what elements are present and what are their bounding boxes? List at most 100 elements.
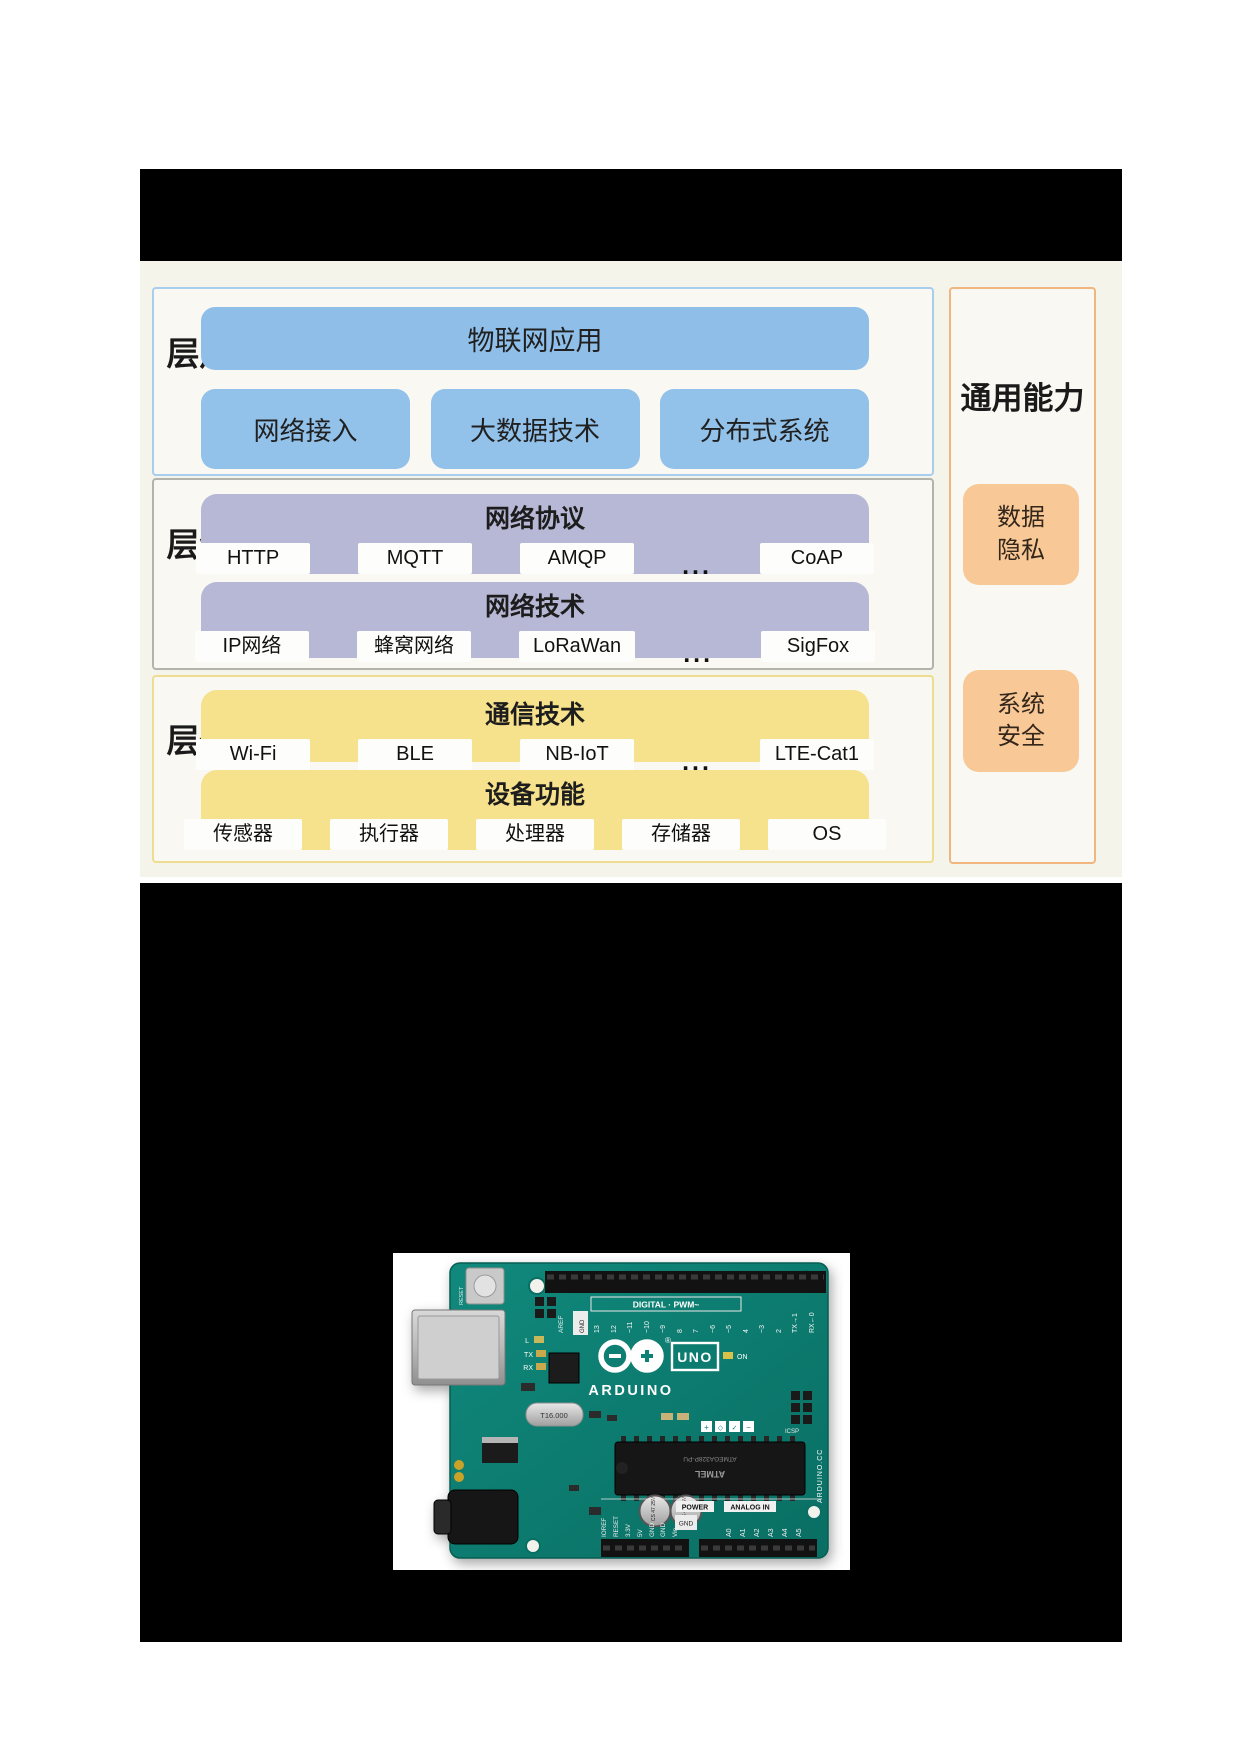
reset-button-cap: [473, 1274, 497, 1298]
mcu-brand: ATMEL: [694, 1469, 725, 1479]
svg-text:A4: A4: [782, 1528, 789, 1537]
digital-pin-labels: 13 12 ~11 ~10 ~9 8 7 ~6 ~5 4 ~3 2 TX→1 R…: [594, 1312, 816, 1333]
svg-text:~5: ~5: [726, 1325, 733, 1333]
chip-wifi: Wi-Fi: [196, 739, 311, 770]
top-black-band: [140, 169, 1122, 261]
chip-storage: 存储器: [622, 819, 740, 850]
analog-pin-labels: A0 A1 A2 A3 A4 A5: [726, 1528, 803, 1537]
network-access-box: 网络接入: [201, 389, 410, 469]
chip-ip-network: IP网络: [194, 631, 309, 662]
analog-pin-header: [699, 1539, 817, 1557]
logo-plus-v: [645, 1350, 649, 1362]
svg-text:GND: GND: [660, 1523, 667, 1537]
led-l-label: L: [525, 1338, 529, 1345]
network-tech-chips: IP网络 蜂窝网络 LoRaWan ... SigFox: [194, 631, 876, 668]
svg-text:✓: ✓: [732, 1425, 738, 1432]
chip-processor: 处理器: [476, 819, 594, 850]
svg-text:GND: GND: [649, 1523, 656, 1537]
page-content: 应用层 物联网应用 网络接入 大数据技术 分布式系统 网络层 网络协议 HTTP…: [140, 0, 1122, 1754]
data-privacy-line2: 隐私: [997, 536, 1045, 564]
arduino-photo: RESET AREF GND 13 12: [393, 1253, 850, 1570]
svg-text:IOREF: IOREF: [601, 1518, 608, 1537]
digital-strip-frame: [590, 1296, 742, 1312]
iot-architecture-diagram: 应用层 物联网应用 网络接入 大数据技术 分布式系统 网络层 网络协议 HTTP…: [140, 261, 1122, 877]
gnd-bottom-label: GND: [679, 1521, 694, 1528]
chip-ltecat1: LTE-Cat1: [759, 739, 874, 770]
svg-text:RESET: RESET: [613, 1516, 620, 1537]
network-tech-group: 网络技术 IP网络 蜂窝网络 LoRaWan ... SigFox: [194, 582, 876, 667]
ellipsis: ...: [682, 552, 712, 580]
chip-mqtt: MQTT: [358, 543, 473, 574]
dc-jack-barrel: [433, 1499, 452, 1535]
cap-label: CS 47 25V: [651, 1496, 657, 1521]
rx-led: [536, 1363, 546, 1370]
svg-text:RX←0: RX←0: [809, 1312, 816, 1333]
digital-strip-label: DIGITAL · PWM~: [633, 1300, 700, 1310]
gold-pad: [454, 1460, 464, 1470]
mounting-hole: [525, 1538, 541, 1554]
svg-text:~6: ~6: [710, 1325, 717, 1333]
chip-sigfox: SigFox: [761, 631, 876, 662]
network-protocol-chips: HTTP MQTT AMQP ... CoAP: [196, 543, 874, 580]
on-label: ON: [737, 1354, 748, 1361]
arduino-logo-minus-ring: [598, 1339, 632, 1373]
common-capability-title: 通用能力: [960, 381, 1085, 416]
network-tech-title: 网络技术: [484, 593, 585, 621]
chip-http: HTTP: [196, 543, 311, 574]
svg-text:13: 13: [594, 1325, 601, 1333]
badge-icons: + ◇ ✓ −: [701, 1421, 754, 1432]
svg-text:8: 8: [677, 1329, 684, 1333]
svg-text:5V: 5V: [637, 1528, 644, 1537]
svg-text:−: −: [746, 1423, 751, 1432]
comm-tech-group: 通信技术 Wi-Fi BLE NB-IoT ... LTE-Cat1: [196, 690, 874, 775]
system-security-line2: 安全: [997, 723, 1045, 750]
mounting-hole: [528, 1277, 546, 1295]
logo-minus: [609, 1354, 621, 1358]
uno-frame: [670, 1341, 720, 1372]
chip-sensor: 传感器: [184, 819, 302, 850]
chip-actuator: 执行器: [330, 819, 448, 850]
digital-pin-header: [545, 1271, 826, 1293]
system-security-line1: 系统: [997, 690, 1045, 718]
usb-connector-face: [417, 1315, 500, 1380]
chip-os: OS: [768, 819, 886, 850]
data-privacy-line1: 数据: [997, 504, 1045, 532]
gnd-chip: [573, 1311, 588, 1335]
svg-text:◇: ◇: [718, 1425, 724, 1432]
analog-label: ANALOG IN: [730, 1505, 769, 1512]
rx-label: RX: [523, 1365, 533, 1372]
svg-text:~11: ~11: [627, 1322, 634, 1333]
brand-label: ARDUINO: [588, 1383, 673, 1399]
network-layer-panel: 网络层 网络协议 HTTP MQTT AMQP ... CoAP 网络技术 IP…: [152, 478, 934, 670]
mcu-part-number: ATMEGA328P-PU: [683, 1455, 737, 1462]
gold-pad: [454, 1472, 464, 1482]
system-security-box: 系统 安全: [963, 670, 1079, 772]
tx-label: TX: [524, 1352, 533, 1359]
site-label: ARDUINO.CC: [817, 1449, 824, 1503]
ellipsis: ...: [683, 640, 714, 668]
svg-text:7: 7: [693, 1329, 700, 1333]
icsp-label: ICSP: [785, 1429, 799, 1435]
crystal-oscillator: [525, 1402, 584, 1427]
analog-label-chip: [724, 1501, 776, 1512]
regulator-tab: [482, 1437, 518, 1443]
smd-components: [521, 1383, 689, 1515]
chip-amqp: AMQP: [520, 543, 635, 574]
ellipsis: ...: [682, 748, 712, 776]
svg-text:A3: A3: [768, 1528, 775, 1537]
svg-text:~9: ~9: [660, 1325, 667, 1333]
device-function-chips: 传感器 执行器 处理器 存储器 OS: [184, 819, 886, 850]
power-led: [723, 1352, 733, 1359]
svg-text:~10: ~10: [644, 1321, 651, 1333]
iot-application-box: 物联网应用: [201, 307, 869, 370]
svg-text:A1: A1: [740, 1528, 747, 1537]
tx-led: [536, 1350, 546, 1357]
svg-text:A2: A2: [754, 1528, 761, 1537]
power-pin-labels: IOREF RESET 3.3V 5V GND GND Vin: [601, 1516, 679, 1537]
svg-text:TX→1: TX→1: [792, 1313, 799, 1333]
reset-label: RESET: [459, 1286, 465, 1305]
arduino-board-illustration: RESET AREF GND 13 12: [411, 1262, 829, 1559]
svg-text:+: +: [704, 1423, 709, 1432]
comm-tech-title: 通信技术: [484, 701, 585, 729]
chip-coap: CoAP: [759, 543, 874, 574]
